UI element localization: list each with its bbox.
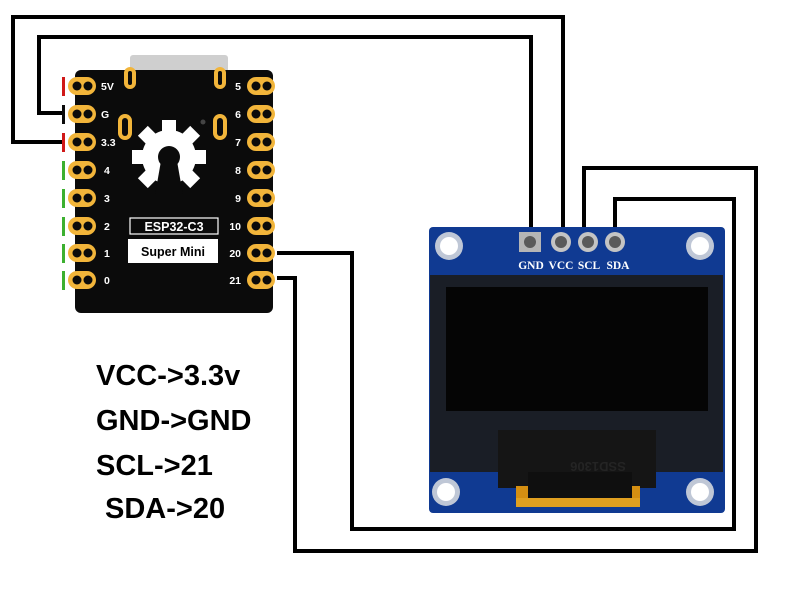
wire-20-to-sda xyxy=(277,197,736,531)
pin-label-2: 2 xyxy=(104,221,110,233)
pin-label-21: 21 xyxy=(229,275,241,287)
pin-label-g: G xyxy=(101,109,109,121)
oled-pin-label-scl: SCL xyxy=(578,260,601,272)
note-gnd: GND->GND xyxy=(96,405,252,437)
pin-label-3v3: 3.3 xyxy=(101,137,116,149)
pin-row: 5V xyxy=(68,77,114,95)
wire-21-to-scl xyxy=(277,166,758,553)
pin-label-5: 5 xyxy=(235,81,241,93)
pin-row: 1 xyxy=(68,244,110,262)
pin-label-7: 7 xyxy=(235,137,241,149)
pin-label-1: 1 xyxy=(104,248,110,260)
oled-display-module: GND VCC SCL SDA SSD1306 xyxy=(429,227,725,513)
board-name-line2: Super Mini xyxy=(141,245,205,259)
right-pin-header: 5 6 7 8 9 xyxy=(229,77,275,289)
note-sda: SDA->20 xyxy=(105,493,226,525)
pin-row: 10 xyxy=(229,217,275,235)
chip-label-bottom xyxy=(128,239,218,263)
note-scl: SCL->21 xyxy=(96,450,213,482)
left-pin-header: 5V G 3.3 4 3 xyxy=(68,77,116,289)
esp32-c3-super-mini-board: 5V G 3.3 4 3 xyxy=(62,55,275,313)
pin-mark-gpio xyxy=(62,217,65,236)
pin-label-8: 8 xyxy=(235,165,241,177)
pin-row: 3.3 xyxy=(68,133,116,151)
note-vcc: VCC->3.3v xyxy=(96,360,241,392)
oled-pin-label-gnd: GND xyxy=(518,260,544,272)
pin-label-5v: 5V xyxy=(101,81,114,93)
pin-label-10: 10 xyxy=(229,221,241,233)
pin-mark-gpio xyxy=(62,244,65,263)
gpio-pin-marks xyxy=(62,161,65,290)
pin-row: G xyxy=(68,105,109,123)
pin-row: 20 xyxy=(229,244,275,262)
pin-row: 0 xyxy=(68,271,110,289)
pin-mark-3v3 xyxy=(62,133,65,152)
pin-row: 3 xyxy=(68,189,110,207)
pin-row: 4 xyxy=(68,161,110,179)
pin-mark-gpio xyxy=(62,271,65,290)
oled-screen xyxy=(446,287,708,411)
pin-row: 2 xyxy=(68,217,110,235)
pin-row: 9 xyxy=(235,189,275,207)
wire-gnd-to-gnd xyxy=(37,35,533,234)
led-icon xyxy=(200,119,206,125)
pin-row: 5 xyxy=(235,77,275,95)
mounting-slot-icons xyxy=(118,67,227,140)
oled-pin-label-vcc: VCC xyxy=(549,260,574,272)
pin-label-9: 9 xyxy=(235,193,241,205)
pin-row: 7 xyxy=(235,133,275,151)
pin-label-20: 20 xyxy=(229,248,241,260)
wires xyxy=(11,15,758,553)
pin-row: 6 xyxy=(235,105,275,123)
mounting-hole-icons xyxy=(432,232,714,506)
chip-label-top xyxy=(129,217,219,235)
pin-mark-gpio xyxy=(62,161,65,180)
pin-label-6: 6 xyxy=(235,109,241,121)
oled-pin-label-sda: SDA xyxy=(606,260,630,272)
oled-header-pins: GND VCC SCL SDA xyxy=(518,232,630,272)
pin-row: 21 xyxy=(229,271,275,289)
pin-mark-g xyxy=(62,105,65,124)
board-name-line1: ESP32-C3 xyxy=(144,220,203,234)
pin-mark-5v xyxy=(62,77,65,96)
pin-label-0: 0 xyxy=(104,275,110,287)
open-hardware-gear-icon xyxy=(132,120,206,195)
ribbon-marking: SSD1306 xyxy=(570,459,626,474)
wire-3v3-to-vcc xyxy=(11,15,565,234)
pin-label-4: 4 xyxy=(104,165,110,177)
pin-label-3: 3 xyxy=(104,193,110,205)
pin-row: 8 xyxy=(235,161,275,179)
pin-mark-gpio xyxy=(62,189,65,208)
